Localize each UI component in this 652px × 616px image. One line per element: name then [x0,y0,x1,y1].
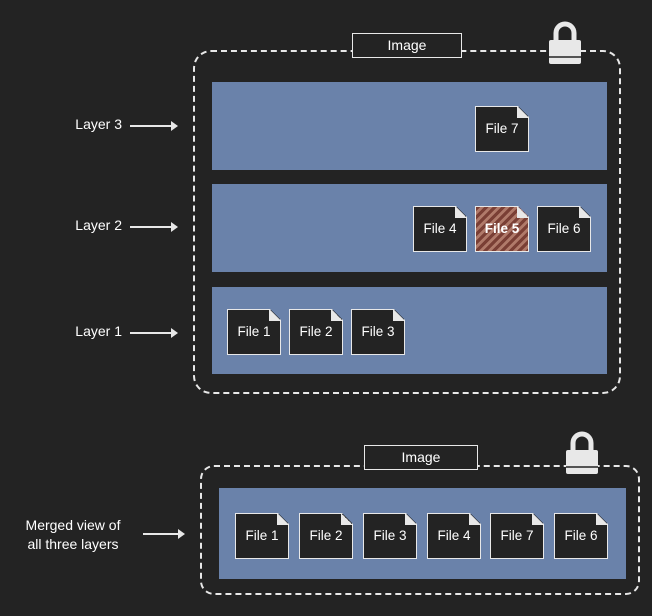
file-icon: File 2 [289,309,343,355]
file-icon: File 3 [363,513,417,559]
file-icon: File 6 [537,206,591,252]
layer-3-arrow [130,121,178,131]
bottom-image-label: Image [364,445,478,470]
file-icon: File 1 [235,513,289,559]
file-icon: File 3 [351,309,405,355]
file-icon: File 4 [413,206,467,252]
file-icon: File 2 [299,513,353,559]
file-icon: File 7 [475,106,529,152]
top-image-label: Image [352,33,462,58]
file-icon: File 6 [554,513,608,559]
file-deleted-icon: File 5 [475,206,529,252]
layer-2-label: Layer 2 [75,217,122,233]
merged-view-label-line1: Merged view of [25,517,121,533]
merged-view-arrow [143,529,185,539]
merged-view-label-line2: all three layers [27,536,119,552]
file-icon: File 1 [227,309,281,355]
merged-view-label: Merged view of all three layers [8,516,138,554]
layer-3-label: Layer 3 [75,116,122,132]
layer-2-arrow [130,222,178,232]
layer-3-band [212,82,607,170]
file-icon: File 4 [427,513,481,559]
layer-1-arrow [130,328,178,338]
layer-1-label: Layer 1 [75,323,122,339]
lock-icon [549,21,581,64]
lock-icon [566,431,598,474]
file-icon: File 7 [490,513,544,559]
